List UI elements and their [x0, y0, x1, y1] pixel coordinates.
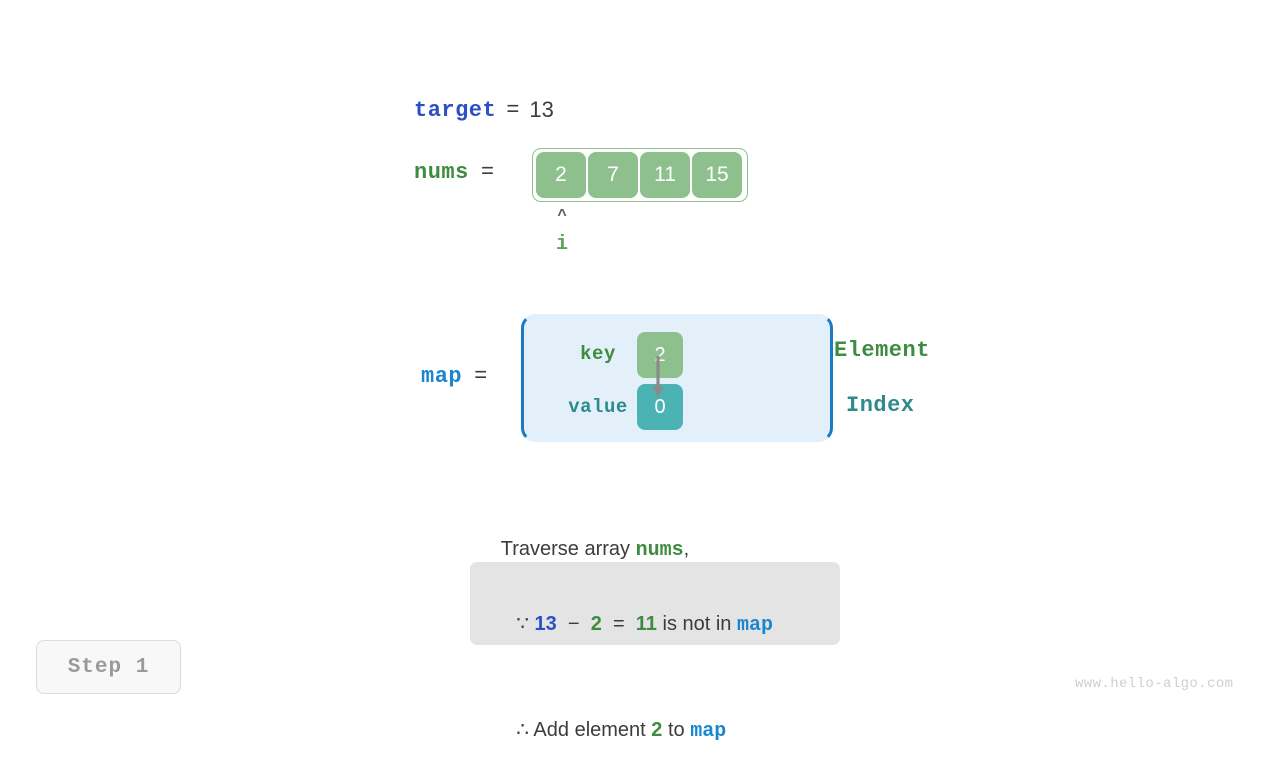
map-variable-name: map [421, 364, 463, 389]
map-rows: key value 2 0 [524, 317, 836, 445]
note-to-text: to [662, 719, 691, 741]
note-line-1: ∵ 13 − 2 = 11 is not in map [494, 572, 820, 678]
map-key-cell: 2 [637, 332, 683, 378]
note-add-text: Add element [528, 719, 652, 741]
caption-text: Traverse array nums, [490, 515, 689, 562]
array-cell: 7 [588, 152, 638, 198]
index-pointer-caret-icon: ^ [557, 207, 567, 224]
because-symbol-icon: ∵ [516, 613, 529, 635]
note-minus-sign: − [567, 613, 580, 635]
map-container: key value 2 0 [521, 314, 833, 442]
note-operand-a: 13 [534, 613, 557, 635]
map-variable-row: map = [421, 364, 487, 389]
target-equals-sign: = [506, 97, 520, 123]
nums-variable-row: nums = [414, 160, 504, 185]
caption-highlight-nums: nums [635, 539, 684, 562]
note-operand-b: 2 [590, 613, 602, 635]
map-element-annotation: Element [834, 338, 930, 363]
note-line-2: ∴ Add element 2 to map [494, 678, 820, 784]
target-variable-name: target [414, 97, 497, 123]
nums-equals-sign: = [480, 160, 495, 185]
caption-suffix: , [683, 538, 690, 560]
index-pointer-label: i [555, 233, 568, 256]
target-value: 13 [529, 97, 554, 122]
map-value-row-label: value [568, 396, 628, 418]
map-key-row-label: key [580, 343, 616, 365]
explanation-note-box: ∵ 13 − 2 = 11 is not in map ∴ Add elemen… [470, 562, 840, 743]
array-cell: 11 [640, 152, 690, 198]
array-cell: 15 [692, 152, 742, 198]
map-index-annotation: Index [846, 393, 915, 418]
note-tail-text: is not in [656, 613, 737, 635]
note-equals-sign: = [612, 613, 625, 635]
step-badge: Step 1 [36, 640, 181, 694]
note-map-reference: map [736, 614, 773, 637]
nums-variable-name: nums [414, 160, 469, 185]
caption-prefix: Traverse array [500, 538, 636, 560]
nums-array-container: 2 7 11 15 [532, 148, 748, 202]
array-cell: 2 [536, 152, 586, 198]
key-to-value-arrow-icon [652, 356, 664, 398]
target-variable-row: target = 13 [414, 94, 554, 126]
note-added-element: 2 [651, 719, 663, 741]
note-map-reference: map [690, 720, 727, 743]
note-result: 11 [635, 613, 657, 635]
therefore-symbol-icon: ∴ [516, 719, 529, 741]
map-equals-sign: = [474, 364, 488, 389]
watermark-url: www.hello-algo.com [1075, 676, 1234, 692]
